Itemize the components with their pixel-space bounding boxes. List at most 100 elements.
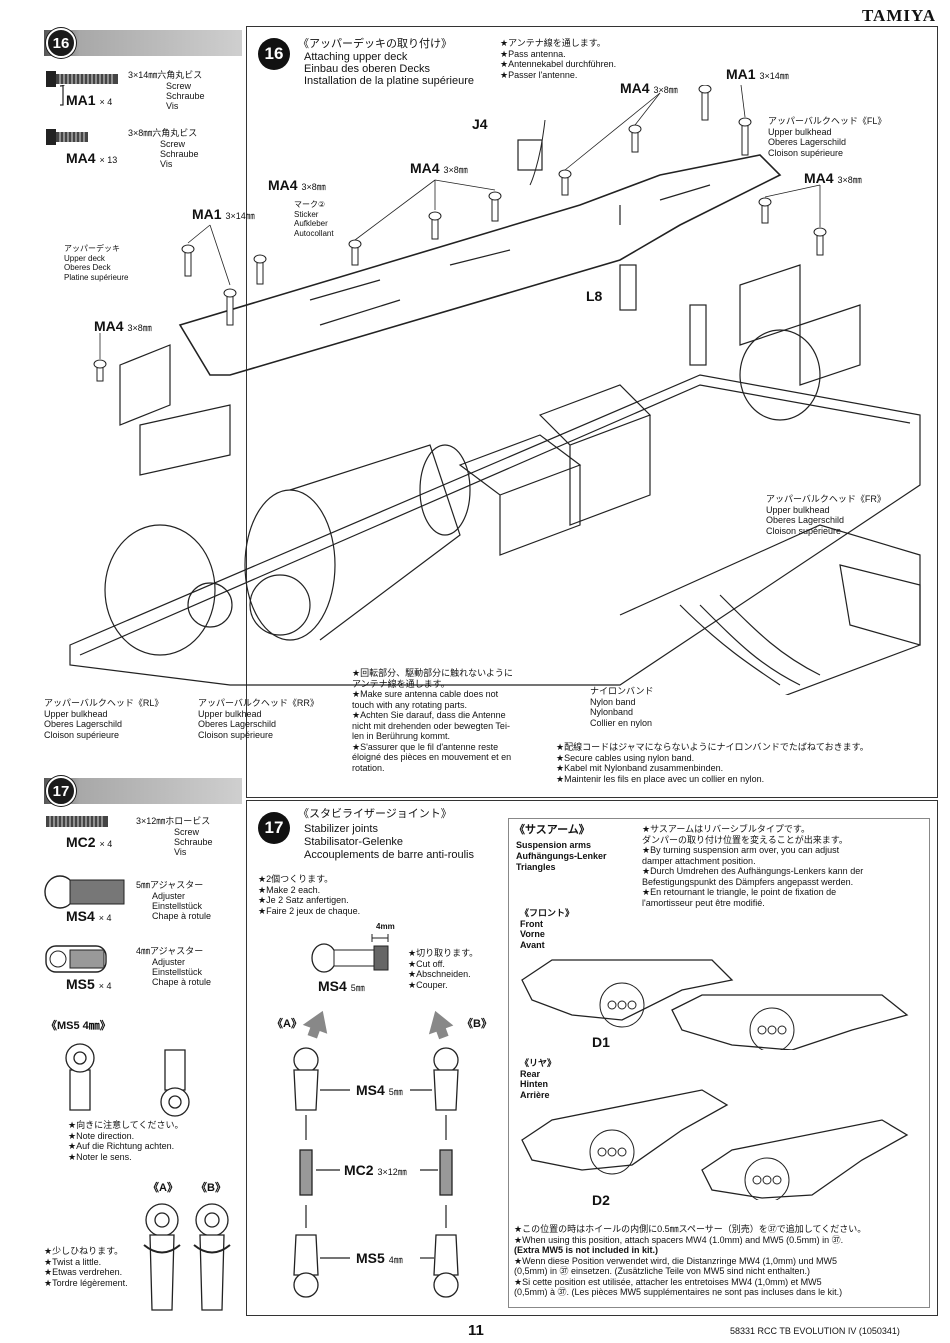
part-ms4-jp: 5㎜アジャスター [136,880,204,890]
part-mc2-jp: 3×12㎜ホロービス [136,816,211,826]
part-ms4-de: Einstellstück [152,901,203,911]
ms4-cut-label: MS4 5㎜ [318,978,365,994]
step-17-panel [246,800,938,1316]
adjuster-icon [45,945,107,973]
part-ma1-en: Screw [166,81,192,91]
step-17-main-number: 17 [258,812,290,844]
part-ma4-code: MA4 × 13 [66,150,118,166]
label-ma1-top: MA1 3×14㎜ [726,66,789,82]
part-mc2-fr: Vis [174,847,187,857]
step-17-bar [44,778,242,804]
stabilizer-joint-drawing [293,1010,459,1298]
label-ma4-right: MA4 3×8㎜ [804,170,862,186]
step-17-title-en: Stabilizer joints [304,823,378,835]
direction-note: ★向きに注意してください。★Note direction. ★Auf die R… [68,1120,184,1162]
label-ma4-far-left: MA4 3×8㎜ [94,318,152,334]
susp-title-fr: Triangles [516,862,556,872]
part-ms4-code: MS4 × 4 [66,908,112,924]
part-ms5-code: MS5 × 4 [66,976,112,992]
page-number: 11 [468,1322,484,1339]
bulkhead-fl-label: アッパーバルクヘッド《FL》Upper bulkhead Oberes Lage… [768,116,887,158]
d2-label: D2 [592,1192,610,1208]
cut-off-note: ★切り取ります。★Cut off. ★Abschneiden.★Couper. [408,948,479,990]
susp-title-de: Aufhängungs-Lenker [516,851,607,861]
step-16-main-number: 16 [258,38,290,70]
part-ms4-en: Adjuster [152,891,186,901]
bulkhead-rr-label: アッパーバルクヘッド《RR》Upper bulkhead Oberes Lage… [198,698,319,740]
step-16-bar [44,30,242,56]
step-17-title-de: Stabilisator-Gelenke [304,836,404,848]
suspension-box [508,818,930,1308]
step-16-title-en: Attaching upper deck [304,51,408,63]
twist-drawing [143,1203,231,1311]
hollow-screw-icon [46,816,108,827]
variant-b-label: 《B》 [462,1018,492,1030]
ms5-direction-drawing [65,1043,190,1117]
bulkhead-fr-label: アッパーバルクヘッド《FR》Upper bulkhead Oberes Lage… [766,494,886,536]
step-16-panel [246,26,938,798]
part-ma4-fr: Vis [160,159,173,169]
side-a-label: 《A》 [148,1182,178,1194]
part-ma4-en: Screw [160,139,186,149]
adjuster-icon [44,875,125,909]
ms5-direction-title: 《MS5 4㎜》 [46,1020,111,1032]
ms4-cut-drawing [311,934,389,973]
susp-note: ★サスアームはリバーシブルタイプです。ダンパーの取り付け位置を変えることが出来ま… [642,824,864,908]
part-ms5-jp: 4㎜アジャスター [136,946,204,956]
part-ma1-de: Schraube [166,91,205,101]
antenna-note: ★アンテナ線を通します。★Pass antenna. ★Antennekabel… [500,38,617,80]
front-arms-drawing [521,959,909,1050]
step-16-title-jp: 《アッパーデッキの取り付け》 [298,38,452,50]
part-ma1-jp: 3×14㎜六角丸ビス [128,70,203,80]
label-ma4-top: MA4 3×8㎜ [620,80,678,96]
antenna-caution: ★回転部分、駆動部分に触れないようにアンテナ線を通します。 ★Make sure… [352,668,513,773]
part-ma4-jp: 3×8㎜六角丸ビス [128,128,198,138]
bulkhead-rl-label: アッパーバルクヘッド《RL》Upper bulkhead Oberes Lage… [44,698,164,740]
screw-icon [46,71,118,87]
ms5-label: MS5 4㎜ [356,1250,403,1266]
rear-arms-drawing [521,1089,909,1200]
dimension-4mm: 4mm [376,922,395,931]
step-17-title-fr: Accouplements de barre anti-roulis [304,849,474,861]
part-ma1-fr: Vis [166,101,179,111]
part-ma4-de: Schraube [160,149,199,159]
part-ms5-fr: Chape à rotule [152,977,212,987]
part-ms5-de: Einstellstück [152,967,203,977]
part-ms5-en: Adjuster [152,957,186,967]
step-17-title-jp: 《スタビライザージョイント》 [298,808,452,820]
label-ma1-left: MA1 3×14㎜ [192,206,255,222]
part-ms4-fr: Chape à rotule [152,911,212,921]
footer-code: 58331 RCC TB EVOLUTION IV (1050341) [730,1326,900,1336]
d1-label: D1 [592,1034,610,1050]
mc2-label: MC2 3×12㎜ [344,1162,407,1178]
make-2-note: ★2個つくります。★Make 2 each. ★Je 2 Satz anfert… [258,874,361,916]
part-mc2-code: MC2 × 4 [66,834,113,850]
susp-title-jp: 《サスアーム》 [514,824,590,836]
secure-cables-note: ★配線コードはジャマにならないようにナイロンバンドでたばねておきます。★Secu… [556,742,869,784]
label-l8: L8 [586,288,603,304]
spacer-note: ★この位置の時はホイールの内側に0.5㎜スペーサー（別売）を㊲で追加してください… [514,1224,867,1297]
brand-logo: TAMIYA [861,6,936,25]
step-16-number: 16 [46,28,76,58]
label-ma4-center: MA4 3×8㎜ [410,160,468,176]
label-j4: J4 [472,116,488,132]
twist-note: ★少しひねります。★Twist a little. ★Etwas verdreh… [44,1246,128,1288]
step-16-title-de: Einbau des oberen Decks [304,63,430,75]
step-16-title-fr: Installation de la platine supérieure [304,75,475,87]
label-ma4-left: MA4 3×8㎜ [268,177,326,193]
variant-a-label: 《A》 [272,1018,302,1030]
part-mc2-de: Schraube [174,837,213,847]
susp-title-en: Suspension arms [516,840,592,850]
ms4-label: MS4 5㎜ [356,1082,403,1098]
step-17-number: 17 [46,776,76,806]
upper-deck-assembly-drawing [60,85,921,695]
part-ma1-code: MA1 × 4 [66,92,113,108]
side-b-label: 《B》 [196,1182,226,1194]
part-mc2-en: Screw [174,827,200,837]
screw-icon [46,129,88,145]
